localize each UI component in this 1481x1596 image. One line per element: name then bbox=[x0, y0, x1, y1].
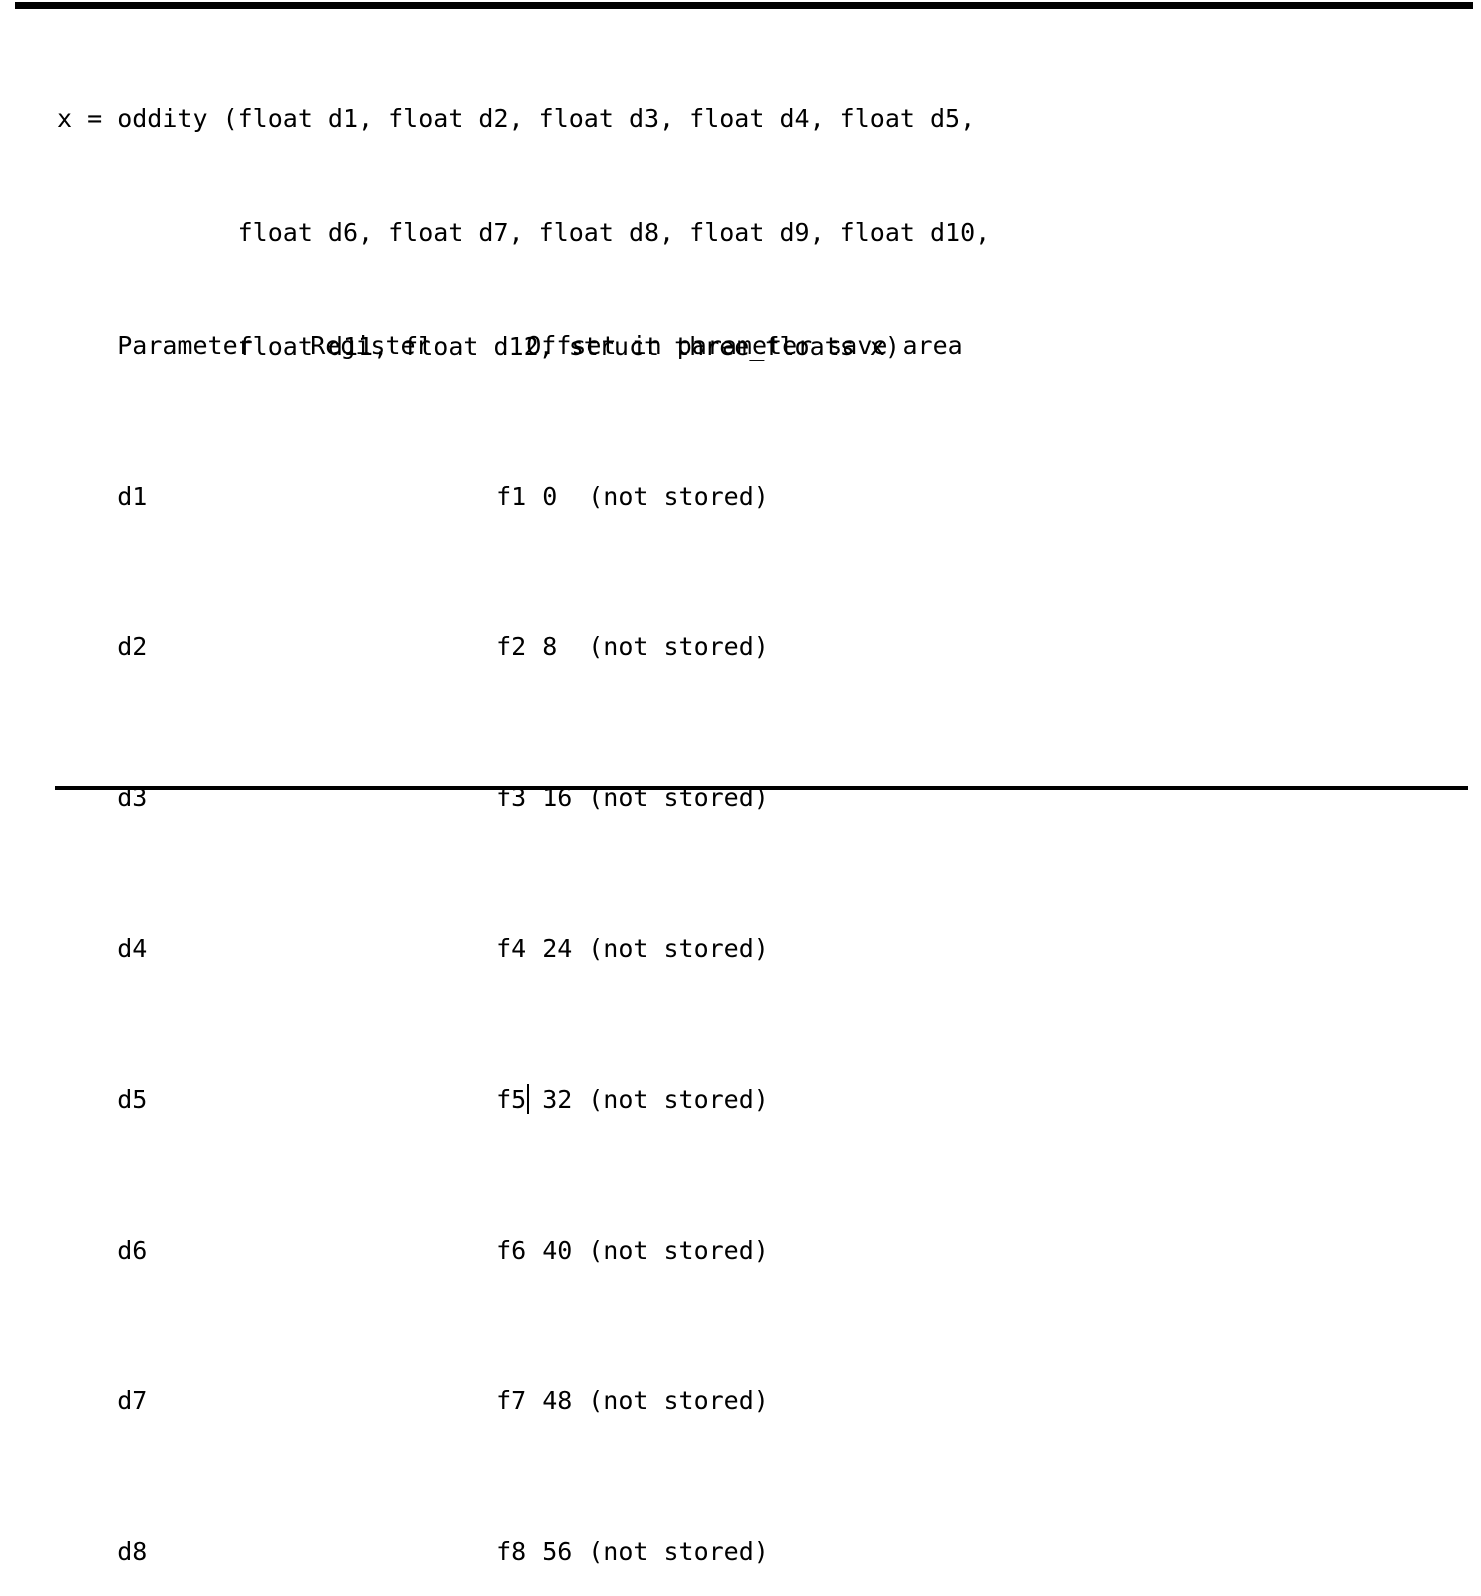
cell-note: (not stored) bbox=[588, 632, 769, 662]
table-row[interactable]: d6 f6 40 (not stored) bbox=[57, 1194, 1145, 1265]
cell-note: (not stored) bbox=[588, 1084, 769, 1114]
cell-parameter: d2 bbox=[117, 632, 148, 662]
column-header-register: Register bbox=[310, 330, 431, 360]
cell-register: f7 bbox=[496, 1386, 527, 1416]
cell-register-editing[interactable]: f5 bbox=[310, 1081, 530, 1119]
cell-parameter: d8 bbox=[117, 1537, 148, 1567]
bottom-rule bbox=[55, 786, 1468, 790]
cell-offset: 24 bbox=[542, 934, 573, 963]
function-signature: x = oddity (float d1, float d2, float d3… bbox=[57, 24, 990, 404]
cell-parameter: d3 bbox=[117, 783, 148, 813]
cell-note: (not stored) bbox=[588, 934, 769, 963]
signature-line-2: float d6, float d7, float d8, float d9, … bbox=[57, 218, 991, 247]
column-header-parameter: Parameter bbox=[117, 330, 253, 360]
table-row[interactable]: d2 f2 8 (not stored) bbox=[57, 591, 1145, 661]
cell-register-text: f5 bbox=[496, 1084, 527, 1114]
cell-register: f4 bbox=[496, 934, 527, 963]
table-row-active[interactable]: d5 f5 32 (not stored) bbox=[57, 1043, 1145, 1114]
table-row[interactable]: d1 f1 0 (not stored) bbox=[57, 440, 1145, 511]
column-header-offset: Offset in parameter save area bbox=[526, 330, 963, 360]
text-caret bbox=[527, 1083, 530, 1114]
cell-register: f8 bbox=[496, 1537, 527, 1567]
table-header-row: Parameter Register Offset in parameter sav… bbox=[57, 289, 1145, 360]
cell-offset: 16 bbox=[542, 783, 573, 813]
cell-parameter: d6 bbox=[117, 1235, 148, 1265]
signature-line-1: x = oddity (float d1, float d2, float d3… bbox=[57, 104, 976, 133]
table-row[interactable]: d7 f7 48 (not stored) bbox=[57, 1345, 1145, 1415]
cell-note: (not stored) bbox=[588, 481, 769, 511]
cell-parameter: d1 bbox=[117, 481, 148, 511]
cell-register: f3 bbox=[496, 783, 527, 813]
table-row[interactable]: d3 f3 16 (not stored) bbox=[57, 742, 1145, 812]
cell-register: f2 bbox=[496, 632, 527, 662]
cell-register: f6 bbox=[496, 1235, 527, 1265]
cell-offset: 32 bbox=[542, 1084, 573, 1114]
table-row[interactable]: d8 f8 56 (not stored) bbox=[57, 1495, 1145, 1566]
cell-offset: 48 bbox=[542, 1386, 573, 1416]
top-rule bbox=[15, 2, 1473, 9]
cell-offset: 40 bbox=[542, 1235, 573, 1265]
cell-note: (not stored) bbox=[588, 1235, 769, 1265]
signature-line-3: float d11, float d12, struct three_float… bbox=[57, 332, 900, 361]
cell-note: (not stored) bbox=[588, 1386, 769, 1416]
table-row[interactable]: d4 f4 24 (not stored) bbox=[57, 892, 1145, 963]
cell-offset: 0 bbox=[542, 481, 558, 511]
cell-offset: 56 bbox=[542, 1537, 573, 1567]
cell-parameter: d5 bbox=[117, 1084, 148, 1114]
parameter-save-area-table: Parameter Register Offset in parameter sav… bbox=[57, 176, 1145, 1596]
cell-offset: 8 bbox=[542, 632, 558, 662]
cell-register: f1 bbox=[496, 481, 527, 511]
cell-parameter: d7 bbox=[117, 1386, 148, 1416]
cell-parameter: d4 bbox=[117, 934, 148, 963]
cell-note: (not stored) bbox=[588, 783, 769, 813]
cell-note: (not stored) bbox=[588, 1537, 769, 1567]
